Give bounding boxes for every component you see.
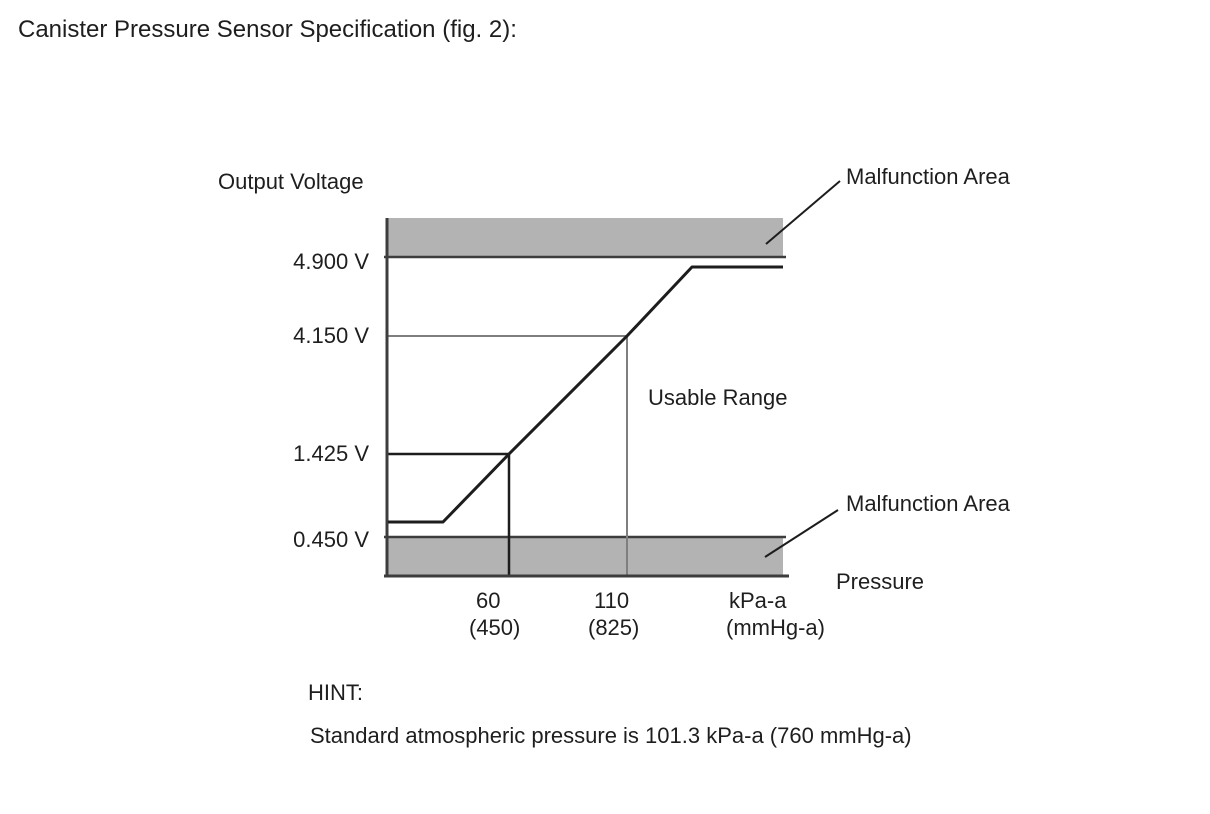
malfunction-area-bottom-label: Malfunction Area [846,491,1010,516]
malfunction-area-top-label: Malfunction Area [846,164,1010,189]
x-unit-kpa: kPa-a [729,588,787,613]
bottom-malfunction-band [388,538,783,575]
y-tick-4900: 4.900 V [293,249,369,274]
y-tick-4150: 4.150 V [293,323,369,348]
hint-text: Standard atmospheric pressure is 101.3 k… [310,723,912,748]
top-malfunction-band [388,218,783,256]
hint-heading: HINT: [308,680,363,705]
usable-range-label: Usable Range [648,385,788,410]
x-tick-60-kpa: 60 [476,588,501,613]
figure-title: Canister Pressure Sensor Specification (… [18,16,517,43]
x-unit-mmhg: (mmHg-a) [726,615,825,640]
y-tick-0450: 0.450 V [293,527,369,552]
x-tick-110-kpa: 110 [594,588,630,613]
leader-line-top-malfunction [765,180,841,245]
x-tick-110-mmhg: (825) [588,615,640,640]
y-tick-1425: 1.425 V [293,441,369,466]
x-tick-60-mmhg: (450) [469,615,521,640]
y-axis-title: Output Voltage [218,169,364,194]
leader-line-bottom-malfunction [764,509,839,558]
sensor-output-curve [388,265,783,524]
x-axis-title: Pressure [836,569,925,594]
